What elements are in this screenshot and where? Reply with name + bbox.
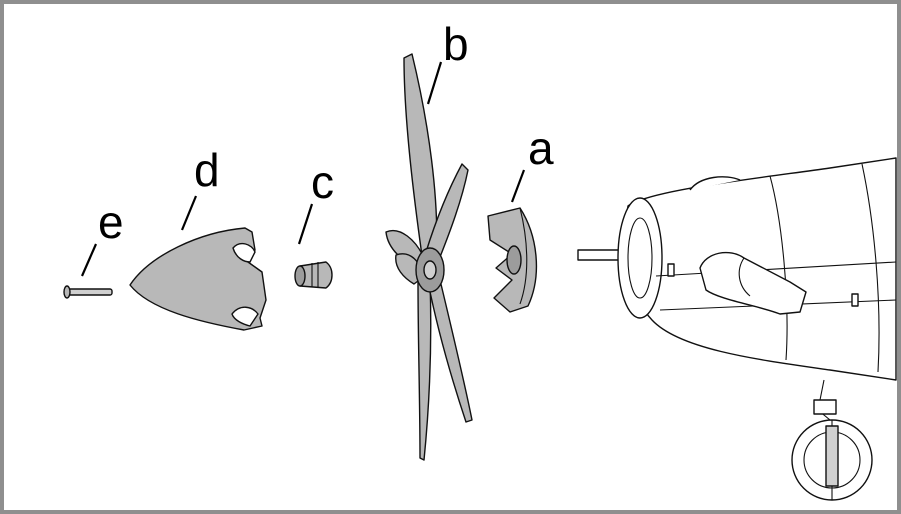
- label-d: d: [194, 144, 220, 196]
- part-b-propeller: [385, 53, 473, 461]
- aircraft-nose: [577, 157, 897, 501]
- leader-line-e: [80, 243, 98, 277]
- label-b: b: [443, 18, 469, 70]
- leader-line-c: [297, 203, 314, 245]
- leader-line-d: [180, 195, 198, 231]
- label-a: a: [528, 122, 554, 174]
- part-c-adapter: [294, 261, 333, 289]
- part-d-spinner: [129, 227, 267, 331]
- leader-line-b: [426, 61, 443, 105]
- part-a-backplate: [487, 207, 538, 313]
- part-e-screw: [63, 285, 113, 299]
- leader-line-a: [510, 169, 526, 203]
- label-e: e: [98, 196, 124, 248]
- label-c: c: [311, 156, 334, 208]
